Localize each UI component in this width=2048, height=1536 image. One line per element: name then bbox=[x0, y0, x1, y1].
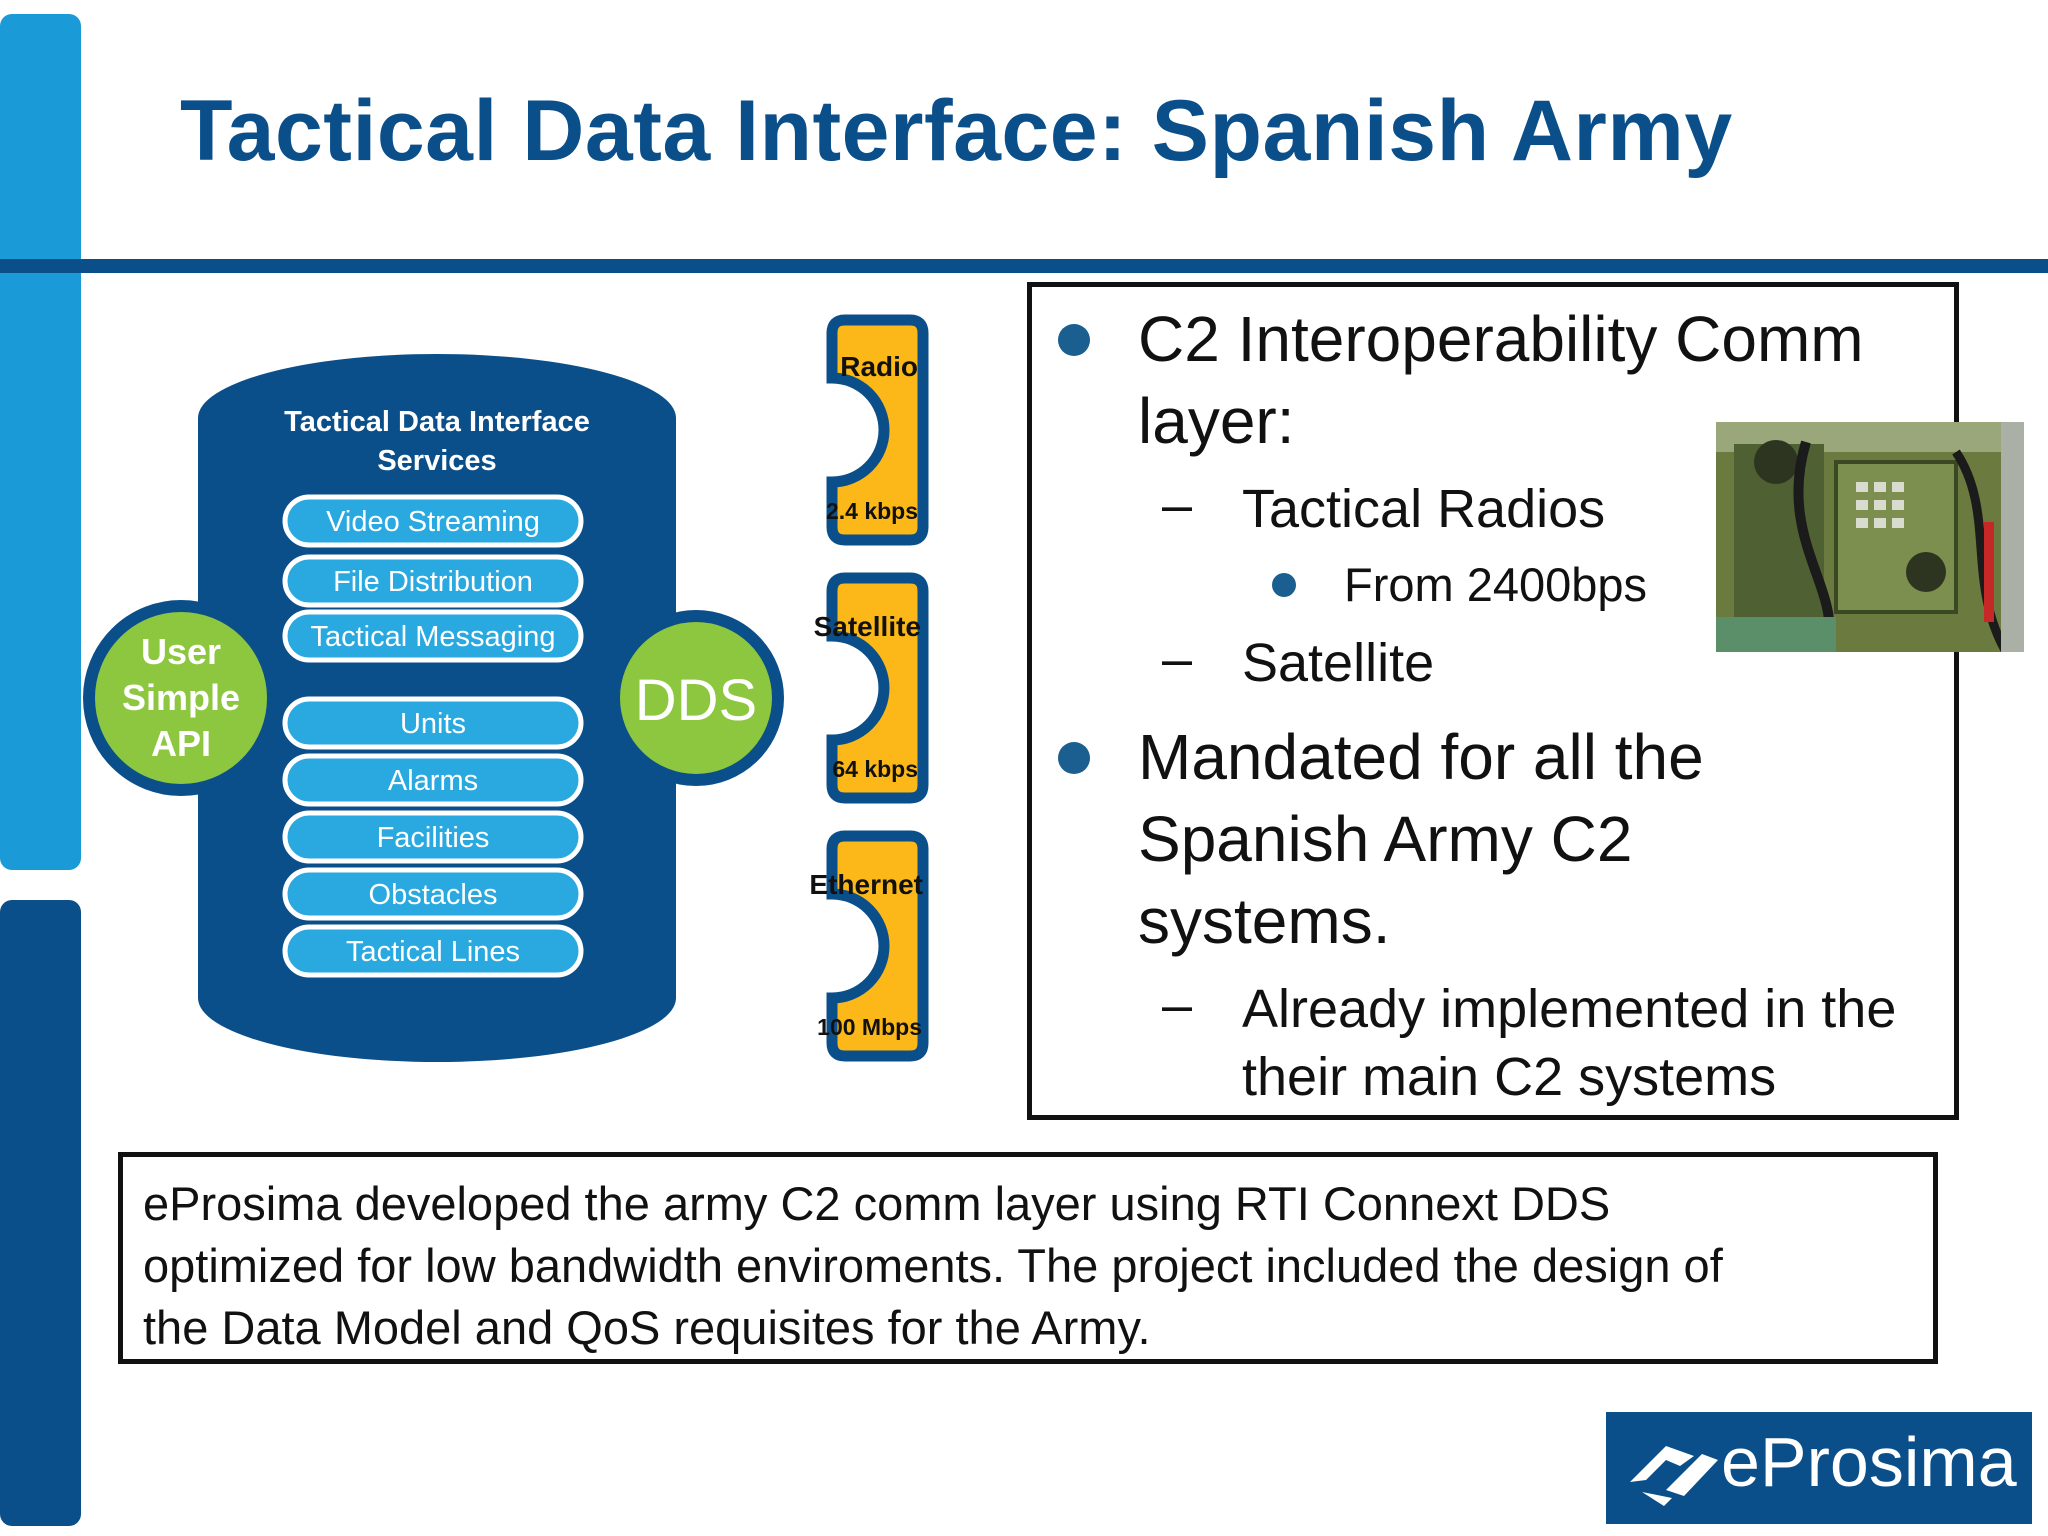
summary-line1: eProsima developed the army C2 comm laye… bbox=[143, 1177, 1611, 1230]
link-name: Ethernet bbox=[809, 869, 923, 900]
bullet-dot bbox=[1272, 573, 1296, 597]
data-item-label: Obstacles bbox=[369, 879, 498, 911]
left-accent-bar-bottom bbox=[0, 900, 81, 1526]
service-label: Video Streaming bbox=[326, 506, 540, 538]
sub-bullet-dash: – bbox=[1162, 629, 1193, 689]
dds-label: DDS bbox=[635, 668, 757, 733]
bullet-2-line2: Spanish Army C2 bbox=[1138, 803, 1633, 875]
sub-bullet-implemented-line2: their main C2 systems bbox=[1242, 1047, 1777, 1107]
data-item-pill: Tactical Lines bbox=[282, 924, 584, 978]
sub-bullet-tactical-radios: Tactical Radios bbox=[1242, 479, 1606, 539]
link-name: Satellite bbox=[814, 611, 921, 642]
link-rate: 64 kbps bbox=[832, 756, 918, 782]
tdi-architecture-diagram: Tactical Data Interface Services Video S… bbox=[83, 314, 929, 1062]
data-item-pill: Obstacles bbox=[282, 867, 584, 921]
service-label: File Distribution bbox=[333, 566, 533, 598]
api-label-line2: Simple bbox=[122, 677, 240, 718]
eprosima-logo: eProsima bbox=[1606, 1412, 2032, 1524]
bullet-2-line1: Mandated for all the bbox=[1138, 721, 1704, 793]
data-item-label: Alarms bbox=[388, 765, 478, 797]
summary-line2: optimized for low bandwidth enviroments.… bbox=[143, 1239, 1723, 1292]
data-item-label: Facilities bbox=[377, 822, 490, 854]
services-title-line2: Services bbox=[377, 445, 496, 477]
data-item-label: Units bbox=[400, 708, 466, 740]
data-item-label: Tactical Lines bbox=[346, 936, 520, 968]
link-rate: 100 Mbps bbox=[817, 1014, 922, 1040]
sub-bullet-implemented-line1: Already implemented in the bbox=[1242, 979, 1897, 1039]
tactical-radio-photo bbox=[1716, 422, 2024, 652]
title-divider bbox=[0, 259, 2048, 273]
bullet-dot bbox=[1058, 742, 1090, 774]
data-item-pill: Units bbox=[282, 696, 584, 750]
bullet-1-line2: layer: bbox=[1138, 385, 1295, 457]
service-pill: File Distribution bbox=[282, 554, 584, 608]
sub-sub-bullet-bps: From 2400bps bbox=[1344, 558, 1648, 611]
service-label: Tactical Messaging bbox=[311, 621, 556, 653]
link-connector-radio: Radio 2.4 kbps bbox=[826, 314, 929, 546]
link-connector-satellite: Satellite 64 kbps bbox=[814, 572, 929, 804]
link-connector-ethernet: Ethernet 100 Mbps bbox=[809, 830, 929, 1062]
user-api-circle: User Simple API bbox=[83, 600, 279, 796]
slide-title: Tactical Data Interface: Spanish Army bbox=[180, 83, 1733, 179]
bullet-list-box bbox=[1027, 282, 1959, 1120]
sub-bullet-satellite: Satellite bbox=[1242, 633, 1435, 693]
api-label-line1: User bbox=[141, 631, 221, 672]
project-summary-box: eProsima developed the army C2 comm laye… bbox=[118, 1152, 1938, 1364]
sub-bullet-dash: – bbox=[1162, 475, 1193, 535]
eprosima-logo-icon bbox=[1630, 1446, 1718, 1506]
bullet-2-line3: systems. bbox=[1138, 885, 1391, 957]
bullet-dot bbox=[1058, 324, 1090, 356]
data-item-pill: Facilities bbox=[282, 810, 584, 864]
service-pill: Tactical Messaging bbox=[282, 609, 584, 663]
summary-line3: the Data Model and QoS requisites for th… bbox=[143, 1301, 1151, 1354]
link-rate: 2.4 kbps bbox=[826, 498, 918, 524]
bullet-1-line1: C2 Interoperability Comm bbox=[1138, 303, 1864, 375]
logo-wordmark: eProsima bbox=[1721, 1423, 2017, 1501]
sub-bullet-dash: – bbox=[1162, 975, 1193, 1035]
data-item-pill: Alarms bbox=[282, 753, 584, 807]
api-label-line3: API bbox=[151, 723, 211, 764]
services-title-line1: Tactical Data Interface bbox=[284, 406, 590, 438]
link-name: Radio bbox=[840, 351, 918, 382]
service-pill: Video Streaming bbox=[282, 494, 584, 548]
left-accent-bar-top bbox=[0, 14, 81, 870]
dds-circle: DDS bbox=[608, 610, 784, 786]
